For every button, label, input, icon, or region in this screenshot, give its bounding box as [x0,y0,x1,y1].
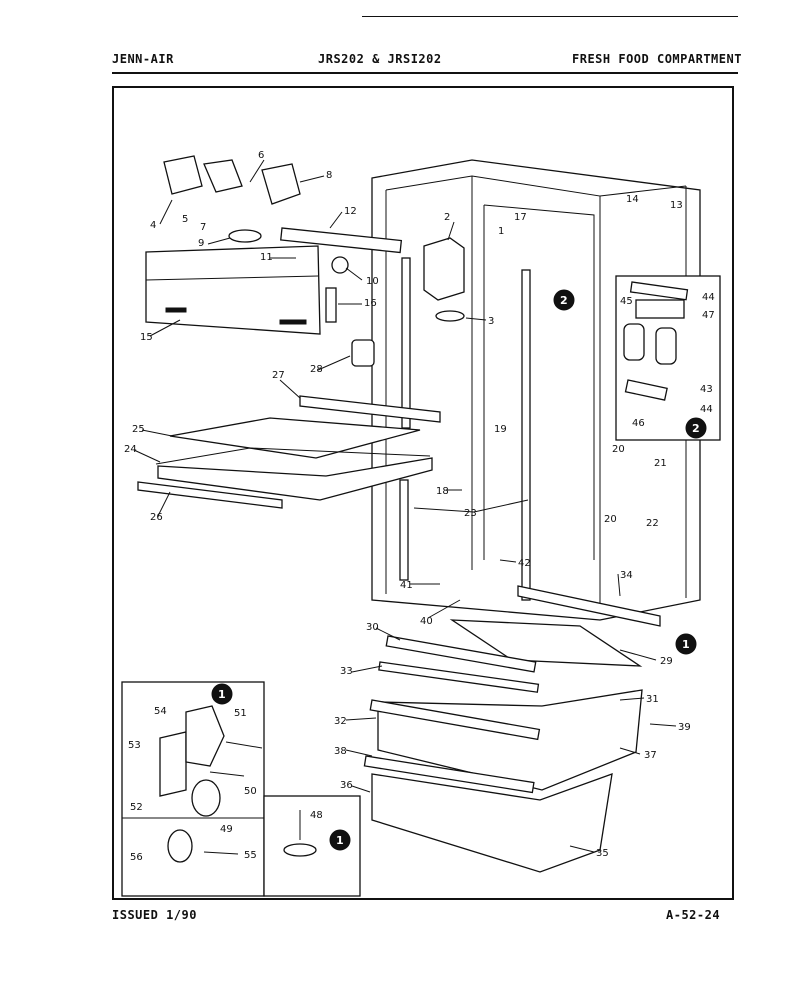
callout-36: 36 [340,780,353,791]
callout-50: 50 [244,786,257,797]
issued-date: ISSUED 1/90 [112,908,197,922]
ref-marker-1-b: 1 [218,688,226,701]
brand-label: JENN-AIR [112,52,174,66]
ref-marker-1-a: 1 [682,638,690,651]
ref-marker-1-c: 1 [336,834,344,847]
control-panel [145,245,337,335]
callout-15: 15 [140,332,153,343]
callout-12: 12 [344,206,357,217]
callout-4: 4 [150,220,156,231]
callout-48: 48 [310,810,323,821]
callout-16: 16 [364,298,377,309]
callout-8: 8 [326,170,332,181]
header-rule [112,72,738,74]
callout-41: 41 [400,580,413,591]
callout-38: 38 [334,746,347,757]
callout-37: 37 [644,750,657,761]
ref-marker-2-a: 2 [560,294,568,307]
callout-2: 2 [444,212,450,223]
callout-46: 46 [632,418,645,429]
callout-14: 14 [626,194,639,205]
callout-24: 24 [124,444,137,455]
callout-47: 47 [702,310,715,321]
pan-support-rail [517,585,661,627]
callout-35: 35 [596,848,609,859]
hinge-detail-inset-1 [121,681,265,897]
callout-3: 3 [488,316,494,327]
callout-6: 6 [258,150,264,161]
callout-5: 5 [182,214,188,225]
top-shelf-assembly [137,339,441,509]
leader-lines [133,159,677,853]
callout-54: 54 [154,706,167,717]
callout-29: 29 [660,656,673,667]
callout-19: 19 [494,424,507,435]
control-housing [163,155,403,274]
callout-43: 43 [700,384,713,395]
crisper-pan-cover [378,619,643,693]
callout-20-b: 20 [604,514,617,525]
light-housing [423,237,465,322]
callout-11: 11 [260,252,273,263]
callout-23: 23 [464,508,477,519]
callout-13: 13 [670,200,683,211]
callout-53: 53 [128,740,141,751]
detail-inset-2 [615,275,721,441]
callout-51: 51 [234,708,247,719]
callout-44-b: 44 [700,404,713,415]
callout-21: 21 [654,458,667,469]
callout-26: 26 [150,512,163,523]
callout-22: 22 [646,518,659,529]
callout-40: 40 [420,616,433,627]
callout-31: 31 [646,694,659,705]
shelf-rail-right [521,269,531,601]
callout-52: 52 [130,802,143,813]
callout-labels: 1 2 3 4 5 6 7 8 9 10 11 12 13 14 15 16 1… [124,150,715,863]
ref-marker-2-b: 2 [692,422,700,435]
page-code: A-52-24 [666,908,721,922]
callout-9: 9 [198,238,204,249]
callout-32: 32 [334,716,347,727]
callout-30: 30 [366,622,379,633]
callout-27: 27 [272,370,285,381]
model-label: JRS202 & JRSI202 [318,52,442,66]
crisper-pan-upper [369,689,643,791]
callout-39: 39 [678,722,691,733]
callout-55: 55 [244,850,257,861]
top-rule [362,16,738,17]
callout-45: 45 [620,296,633,307]
callout-34: 34 [620,570,633,581]
callout-44-a: 44 [702,292,715,303]
callout-7: 7 [200,222,206,233]
callout-42: 42 [518,558,531,569]
diagram-frame [112,86,734,900]
reference-markers: 2 2 1 1 1 [211,289,707,851]
crisper-pan-lower [363,755,613,873]
callout-25: 25 [132,424,145,435]
callout-49: 49 [220,824,233,835]
section-title: FRESH FOOD COMPARTMENT [572,52,742,66]
callout-33: 33 [340,666,353,677]
callout-18: 18 [436,486,449,497]
callout-56: 56 [130,852,143,863]
callout-17: 17 [514,212,527,223]
callout-28: 28 [310,364,323,375]
callout-10: 10 [366,276,379,287]
shelf-rail-left [399,257,411,581]
callout-20-a: 20 [612,444,625,455]
callout-1: 1 [498,226,504,237]
